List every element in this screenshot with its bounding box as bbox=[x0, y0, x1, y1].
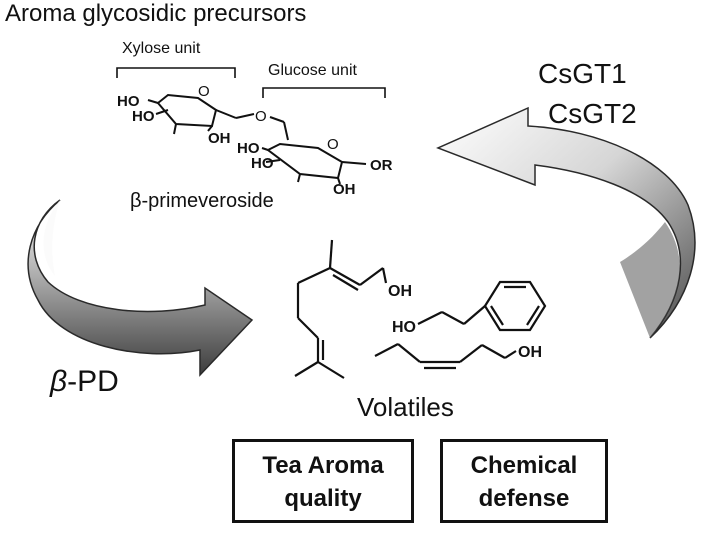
beta-pd-label: β-PD bbox=[50, 365, 119, 399]
glucose-atom-labels: HO HO O OH OR bbox=[237, 136, 393, 198]
glucose-bracket bbox=[262, 87, 386, 98]
glc-or: OR bbox=[370, 157, 393, 174]
glucose-unit-label: Glucose unit bbox=[268, 62, 357, 79]
chemical-defense-line2: defense bbox=[478, 485, 570, 512]
enzyme-csgt1: CsGT1 bbox=[538, 58, 627, 89]
left-curved-arrow bbox=[27, 199, 254, 377]
glucose-ring bbox=[261, 121, 367, 185]
tea-aroma-line2: quality bbox=[284, 485, 362, 512]
chemical-defense-line1: Chemical bbox=[470, 452, 578, 479]
glc-ho-1: HO bbox=[237, 140, 260, 157]
xylose-unit-label: Xylose unit bbox=[122, 40, 201, 57]
tea-aroma-line1: Tea Aroma bbox=[262, 452, 384, 479]
phenylethanol-structure bbox=[417, 280, 547, 332]
tea-aroma-quality-box: Tea Aroma quality bbox=[232, 439, 414, 523]
xyl-ho-2: HO bbox=[132, 108, 155, 125]
hexenol-oh: OH bbox=[518, 344, 542, 361]
geraniol-structure bbox=[294, 239, 388, 379]
glc-oh: OH bbox=[333, 181, 356, 198]
compound-name: β-primeveroside bbox=[130, 190, 274, 212]
xyl-oh: OH bbox=[208, 130, 231, 147]
glc-ho-2: HO bbox=[251, 155, 274, 172]
phenylethanol-oh: HO bbox=[392, 319, 416, 336]
beta-symbol: β bbox=[50, 365, 68, 398]
chemical-defense-box: Chemical defense bbox=[440, 439, 608, 523]
xyl-ring-o: O bbox=[198, 83, 210, 100]
enzyme-csgt2: CsGT2 bbox=[548, 98, 637, 129]
hexenol-structure bbox=[374, 343, 517, 370]
glycosidic-o: O bbox=[255, 108, 267, 125]
xylose-atom-labels: HO HO O OH O bbox=[117, 83, 267, 147]
volatiles-label: Volatiles bbox=[357, 392, 454, 422]
pd-text: -PD bbox=[67, 365, 119, 398]
xylose-bracket bbox=[116, 67, 236, 78]
glc-ring-o: O bbox=[327, 136, 339, 153]
right-curved-arrow bbox=[436, 106, 696, 339]
diagram-title: Aroma glycosidic precursors bbox=[5, 0, 307, 27]
xylose-ring bbox=[147, 93, 285, 135]
geraniol-oh: OH bbox=[388, 283, 412, 300]
xyl-ho-1: HO bbox=[117, 93, 140, 110]
